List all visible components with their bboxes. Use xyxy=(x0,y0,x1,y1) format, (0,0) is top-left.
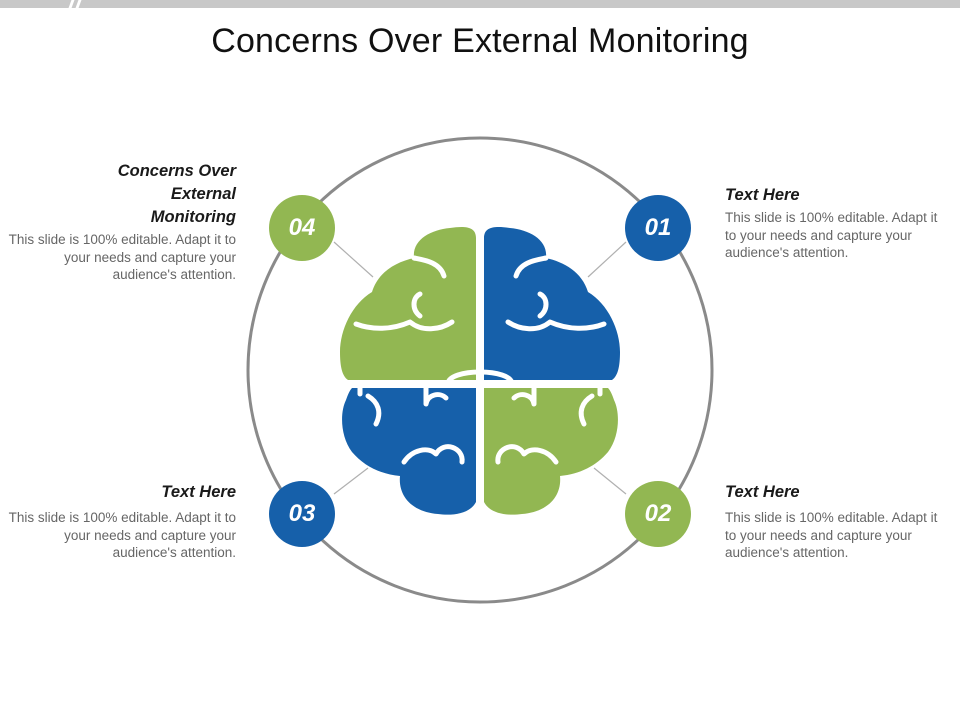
step-01-number: 01 xyxy=(644,214,672,241)
top-decorative-bar xyxy=(0,0,960,8)
step-01-badge: 01 xyxy=(625,195,691,261)
text-block-03: Text Here This slide is 100% editable. A… xyxy=(6,481,236,562)
step-04-badge: 04 xyxy=(269,195,335,261)
brain-icon xyxy=(340,227,620,515)
outer-ring xyxy=(246,136,714,604)
step-03-badge: 03 xyxy=(269,481,335,547)
step-03-number: 03 xyxy=(288,500,316,527)
text-block-01: Text Here This slide is 100% editable. A… xyxy=(725,184,950,262)
connector-02 xyxy=(593,467,627,495)
connector-04 xyxy=(333,241,374,278)
step-02-badge: 02 xyxy=(625,481,691,547)
brain-top-left-lobe xyxy=(340,227,476,380)
text-block-02-heading: Text Here xyxy=(725,483,800,501)
text-block-02: Text Here This slide is 100% editable. A… xyxy=(725,481,950,562)
text-block-04-heading: Concerns Over External Monitoring xyxy=(117,162,236,226)
step-02-number: 02 xyxy=(644,500,672,527)
connector-01 xyxy=(587,241,627,278)
text-block-03-heading: Text Here xyxy=(161,483,236,501)
step-04-number: 04 xyxy=(288,214,316,241)
text-block-01-body: This slide is 100% editable. Adapt it to… xyxy=(725,210,938,260)
text-block-04-body: This slide is 100% editable. Adapt it to… xyxy=(8,232,236,282)
text-block-03-body: This slide is 100% editable. Adapt it to… xyxy=(8,510,236,560)
brain-top-right-lobe xyxy=(484,227,620,380)
page-title: Concerns Over External Monitoring xyxy=(211,22,749,60)
text-block-02-body: This slide is 100% editable. Adapt it to… xyxy=(725,510,938,560)
text-block-01-heading: Text Here xyxy=(725,186,800,204)
connector-03 xyxy=(333,467,369,495)
text-block-04: Concerns Over External Monitoring This s… xyxy=(6,160,236,284)
